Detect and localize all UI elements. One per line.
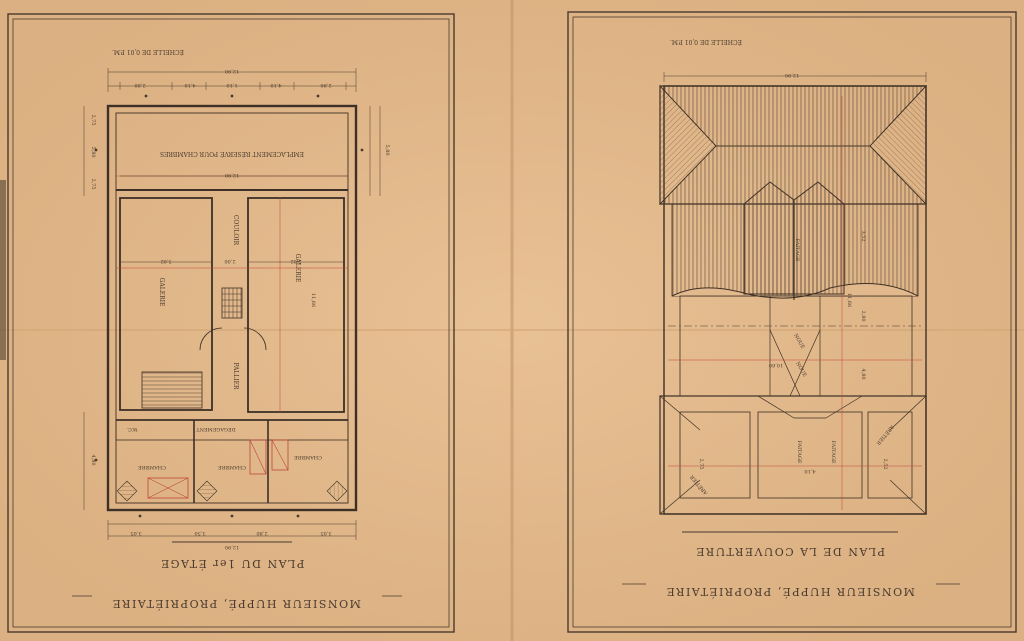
storage-label: DÉGAGEMENT: [196, 426, 236, 434]
dim-side-1: 2,75: [90, 114, 96, 125]
wc-label: W.C.: [126, 426, 138, 432]
room-reserved-label: EMPLACEMENT RÉSERVÉ POUR CHAMBRES: [160, 150, 304, 158]
roof-bottom-hips: [659, 395, 927, 515]
hall-door-left: [199, 327, 223, 351]
roof-dim-3: 10,60: [769, 362, 783, 368]
dim-bottom-3: 2,80: [256, 530, 267, 536]
worn-edge: [0, 180, 6, 360]
floor-inner-wall: [115, 112, 349, 504]
right-gallery: [247, 197, 345, 413]
dim-top-3: 1,10: [226, 82, 237, 88]
roof-arris-lower-r: [789, 329, 821, 397]
left-plan: MONSIEUR HUPPÉ, PROPRIÉTAIRE PLAN DU 1er…: [7, 13, 455, 633]
window-marks: [94, 94, 364, 518]
dim-bottom-2: 3,50: [194, 530, 205, 536]
dim-left-gallery: 5,02: [160, 258, 171, 264]
staircase: [141, 371, 203, 409]
hall-door-right: [243, 327, 267, 351]
roof-top-facet-bottom: [659, 145, 927, 205]
left-border-inner: [12, 18, 450, 628]
roof-dim-1: 3,52: [860, 230, 866, 241]
corridor-label: COULOIR: [232, 215, 239, 246]
dim-side-2: 5,80: [90, 146, 96, 157]
dim-bottom-4: 3,05: [320, 530, 331, 536]
dim-top-5: 2,80: [320, 82, 331, 88]
roof-dim-5: 4,80: [860, 368, 866, 379]
chimney-red-3: [271, 439, 289, 471]
left-gallery-label: GALERIE: [158, 278, 165, 307]
right-dimension-lines: [663, 72, 927, 82]
right-border-outer: [567, 11, 1017, 633]
roof-bottom-block: [659, 395, 927, 515]
left-border-outer: [7, 13, 455, 633]
right-plan: MONSIEUR HUPPÉ, PROPRIÉTAIRE PLAN DE LA …: [567, 11, 1017, 633]
roof-dim-overall: 12,90: [785, 72, 799, 78]
chimney-red-2-x: [249, 439, 267, 475]
roof-bottom-left-panel: [679, 411, 751, 499]
dim-overall-top: 12,90: [225, 68, 239, 74]
fireplace-2: [196, 480, 218, 502]
dim-mid-span: 12,90: [225, 172, 239, 178]
right-scale-label: ÉCHELLE DE 0,01 P.M.: [670, 38, 742, 46]
right-owner-caption: MONSIEUR HUPPÉ, PROPRIÉTAIRE: [665, 585, 915, 599]
dim-top-1: 2,80: [134, 82, 145, 88]
right-border-inner: [572, 16, 1012, 628]
left-gallery: [119, 197, 213, 411]
dim-side-right: 5,80: [384, 144, 390, 155]
chimney-red-3-x: [271, 439, 289, 471]
lower-passage: [115, 419, 349, 441]
roof-label-ridge-2: FAITAGE: [796, 441, 802, 464]
dim-room-h: 4,80: [90, 454, 96, 465]
roof-bottom-center-panel: [757, 411, 863, 499]
fireplace-3: [326, 480, 348, 502]
bedroom-2-label: CHAMBRE: [218, 464, 246, 470]
roof-bottom-right-panel: [867, 411, 913, 499]
dim-corridor: 2,00: [224, 258, 235, 264]
left-dimension-lines: [83, 68, 381, 540]
left-plan-title: PLAN DU 1er ÉTAGE: [160, 557, 305, 571]
left-scale-label: ÉCHELLE DE 0,01 P.M.: [112, 48, 184, 56]
roof-label-ridge-3: FAITAGE: [794, 239, 800, 262]
roof-dim-7: 2,52: [882, 458, 888, 469]
bedroom-1-label: CHAMBRE: [138, 464, 166, 470]
dim-bottom-1: 3,05: [130, 530, 141, 536]
stair-grid-lines: [222, 293, 242, 313]
roof-middle-valley: [671, 283, 919, 299]
stair-grid: [221, 287, 243, 319]
dim-top-2: 4,10: [184, 82, 195, 88]
fireplace-1: [116, 480, 138, 502]
dim-side-3: 2,75: [90, 178, 96, 189]
roof-dim-depth: 11,66: [846, 293, 852, 307]
dim-right-gallery: 5,02: [290, 258, 301, 264]
roof-label-ridge-1: FAITAGE: [830, 441, 836, 464]
dim-overall-bottom: 12,90: [225, 544, 239, 550]
roof-dim-6: 2,75: [698, 458, 704, 469]
chimney-red-1: [147, 477, 189, 499]
hall-label: PALLIER: [232, 362, 239, 390]
dim-depth: 11,66: [310, 293, 316, 307]
roof-dim-2: 2,80: [860, 310, 866, 321]
right-plan-title: PLAN DE LA COUVERTURE: [695, 545, 885, 558]
left-owner-caption: MONSIEUR HUPPÉ, PROPRIÉTAIRE: [111, 597, 361, 611]
chimney-red-1-y: [147, 477, 189, 499]
floor-outer-wall: [106, 104, 358, 512]
dim-top-4: 4,10: [270, 82, 281, 88]
chimney-red-2: [249, 439, 267, 475]
bedroom-3-label: CHAMBRE: [294, 454, 322, 460]
roof-dim-4: 4,10: [804, 468, 815, 474]
